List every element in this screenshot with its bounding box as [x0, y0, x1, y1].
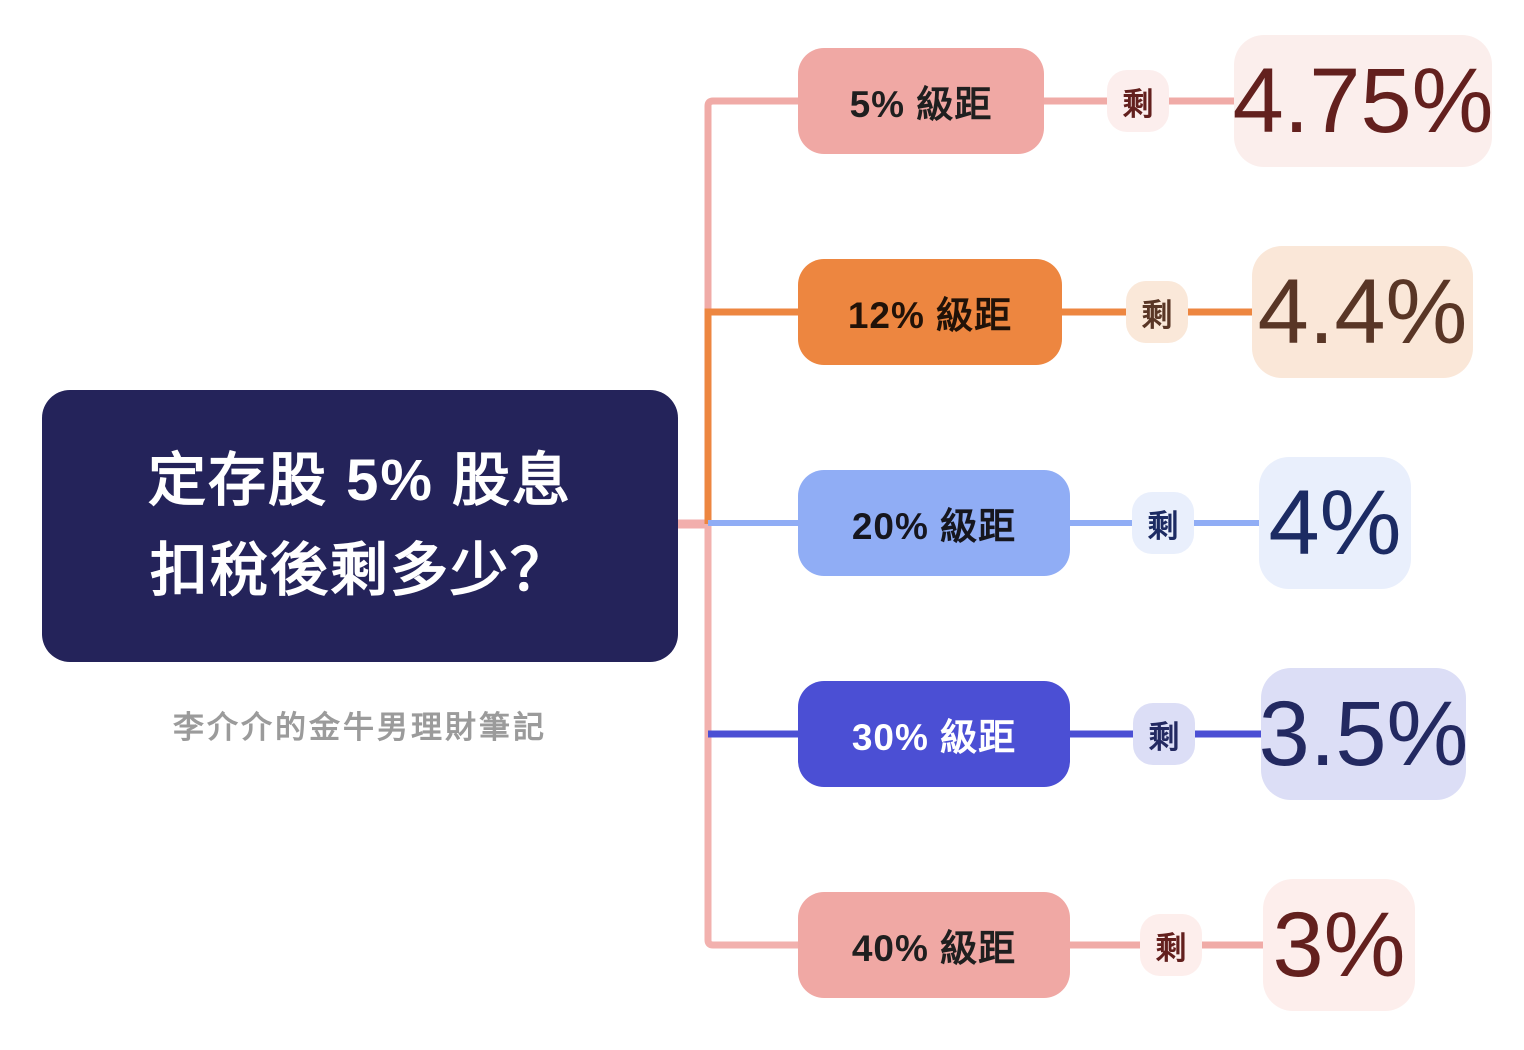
value-node-40pct: 3%: [1263, 879, 1415, 1011]
value-node-5pct: 4.75%: [1233, 35, 1493, 167]
root-title-line2: 扣稅後剩多少？: [149, 538, 570, 603]
value-node-30pct: 3.5%: [1259, 668, 1468, 800]
bracket-node-20pct: 20% 級距: [798, 470, 1070, 576]
connector-trunk-bottom: [704, 524, 798, 949]
remain-pill-12pct: 剩: [1126, 281, 1188, 343]
root-node: 定存股 5% 股息 扣稅後剩多少？: [42, 390, 678, 662]
bracket-node-5pct: 5% 級距: [798, 48, 1044, 154]
bracket-node-12pct: 12% 級距: [798, 259, 1062, 365]
bracket-node-30pct: 30% 級距: [798, 681, 1070, 787]
connector-trunk-mid: [704, 308, 798, 524]
remain-pill-40pct: 剩: [1140, 914, 1202, 976]
connector-trunk-top: [704, 97, 798, 312]
remain-pill-30pct: 剩: [1133, 703, 1195, 765]
remain-pill-5pct: 剩: [1107, 70, 1169, 132]
value-node-12pct: 4.4%: [1252, 246, 1473, 378]
root-title: 定存股 5% 股息 扣稅後剩多少？: [148, 436, 572, 616]
credit-text: 李介介的金牛男理財筆記: [173, 710, 547, 745]
remain-pill-20pct: 剩: [1132, 492, 1194, 554]
bracket-node-40pct: 40% 級距: [798, 892, 1070, 998]
root-title-line1: 定存股 5% 股息: [147, 448, 573, 513]
value-node-20pct: 4%: [1259, 457, 1411, 589]
